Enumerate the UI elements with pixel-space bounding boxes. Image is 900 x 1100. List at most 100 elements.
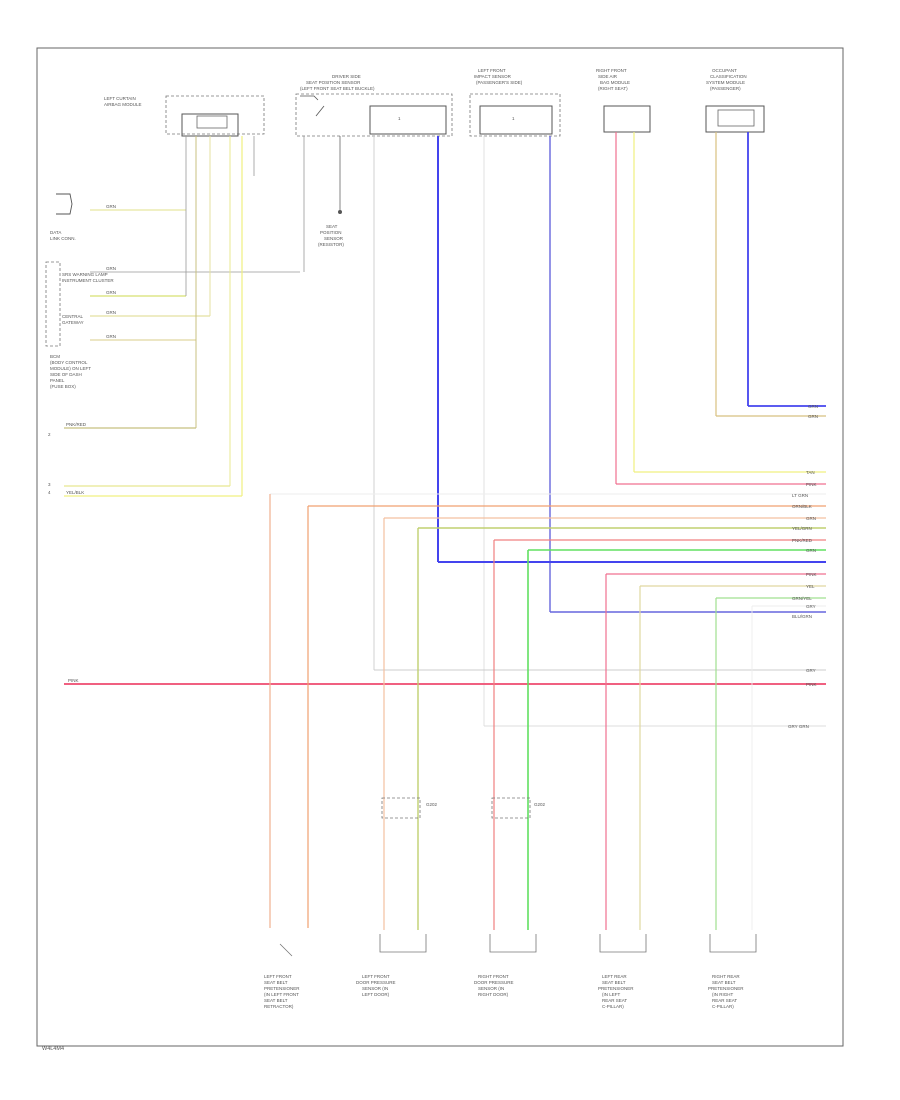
svg-text:POSITION: POSITION [320,230,342,235]
svg-text:SRS WARNING LAMP: SRS WARNING LAMP [62,272,108,277]
svg-text:PNK/RED: PNK/RED [66,422,87,427]
svg-text:BAG MODULE: BAG MODULE [600,80,630,85]
svg-text:LEFT REAR: LEFT REAR [602,974,627,979]
svg-text:BCM: BCM [50,354,60,359]
svg-text:IMPACT SENSOR: IMPACT SENSOR [474,74,512,79]
svg-text:SEAT: SEAT [326,224,338,229]
srs-module-connector: LEFT CURTAIN AIRBAG MODULE [104,95,265,137]
svg-text:OCCUPANT: OCCUPANT [712,68,737,73]
svg-text:GRN: GRN [106,266,116,271]
connector-c-wires [483,136,551,726]
svg-text:SEAT POSITION SENSOR: SEAT POSITION SENSOR [306,80,361,85]
svg-text:(PASSENGER'S SIDE): (PASSENGER'S SIDE) [476,80,523,85]
connector-e-wires [715,132,749,416]
svg-text:GRN: GRN [106,310,116,315]
svg-text:(IN LEFT: (IN LEFT [602,992,621,997]
svg-text:SEAT BELT: SEAT BELT [264,980,288,985]
wire-label-5: GRN [806,516,816,521]
wire-label-9: PINK [806,572,817,577]
svg-text:(IN LEFT FRONT: (IN LEFT FRONT [264,992,299,997]
svg-text:SEAT BELT: SEAT BELT [264,998,288,1003]
wire-label-1: TAN [806,470,815,475]
wire-label-13: BLU/GRN [792,614,812,619]
svg-text:SYSTEM MODULE: SYSTEM MODULE [706,80,745,85]
svg-text:GRN: GRN [106,204,116,209]
wire-label-8: GRN [806,548,816,553]
svg-text:G202: G202 [534,802,546,807]
svg-text:4: 4 [48,490,51,495]
svg-text:(BODY CONTROL: (BODY CONTROL [50,360,88,365]
svg-text:(IN RIGHT: (IN RIGHT [712,992,733,997]
svg-text:SEAT BELT: SEAT BELT [602,980,626,985]
svg-text:SEAT BELT: SEAT BELT [712,980,736,985]
right-labels: GRN GRN TAN PINK LT GRN ORN/BLK GRN YEL/… [68,404,818,729]
bus-right-label: PINK [806,682,817,687]
bottom-components: LEFT FRONT SEAT BELT PRETENSIONER (IN LE… [264,934,757,1009]
svg-text:RETRACTOR): RETRACTOR) [264,1004,294,1009]
svg-text:RIGHT FRONT: RIGHT FRONT [596,68,627,73]
svg-text:(PASSENGER): (PASSENGER) [710,86,741,91]
wire-label-2: PINK [806,482,817,487]
svg-text:SENSOR: SENSOR [324,236,344,241]
bus-label-1: GRN [808,404,818,409]
connector-a-wires [185,136,255,496]
wire-label-11: GRN/YEL [792,596,812,601]
svg-text:SENSOR (IN: SENSOR (IN [478,986,504,991]
svg-text:C-PILLAR): C-PILLAR) [712,1004,734,1009]
svg-text:LEFT FRONT: LEFT FRONT [362,974,390,979]
svg-text:LEFT CURTAIN: LEFT CURTAIN [104,96,136,101]
svg-text:(RESISTOR): (RESISTOR) [318,242,344,247]
svg-text:LEFT FRONT: LEFT FRONT [264,974,292,979]
wire-label-12: GRY [806,604,816,609]
connector-b-wires: SEAT POSITION SENSOR (RESISTOR) [303,136,439,670]
wire-label-6: YEL/GRN [792,526,812,531]
svg-text:LEFT FRONT: LEFT FRONT [478,68,506,73]
splice-boxes: G202 G202 [381,797,546,819]
svg-text:INSTRUMENT CLUSTER: INSTRUMENT CLUSTER [62,278,114,283]
svg-text:DOOR PRESSURE: DOOR PRESSURE [474,980,514,985]
svg-text:MODULE) ON LEFT: MODULE) ON LEFT [50,366,91,371]
svg-text:(LEFT FRONT SEAT BELT BUCKLE): (LEFT FRONT SEAT BELT BUCKLE) [300,86,375,91]
power-label: PINK [68,678,79,683]
bottom-right-label: GRY GRN [788,724,809,729]
svg-text:DRIVER SIDE: DRIVER SIDE [332,74,361,79]
svg-text:DATA: DATA [50,230,61,235]
svg-text:(RIGHT SEAT): (RIGHT SEAT) [598,86,628,91]
svg-text:REAR SEAT: REAR SEAT [602,998,627,1003]
svg-text:CLASSIFICATION: CLASSIFICATION [710,74,747,79]
svg-text:RIGHT DOOR): RIGHT DOOR) [478,992,509,997]
svg-text:2: 2 [48,432,51,437]
wire-label-7: PNK/RED [792,538,813,543]
svg-text:SIDE AIR: SIDE AIR [598,74,618,79]
diagram-id: W4L4M4 [42,1046,64,1052]
svg-text:CENTRAL: CENTRAL [62,314,84,319]
svg-text:RIGHT REAR: RIGHT REAR [712,974,740,979]
diagram-frame [36,47,844,1047]
svg-text:GRN: GRN [106,334,116,339]
svg-text:LINK CONN.: LINK CONN. [50,236,76,241]
left-wire-labels: GRN GRN GRN GRN GRN PNK/RED YEL/BLK [66,204,116,495]
wire-label-4: ORN/BLK [792,504,812,509]
svg-text:GRN: GRN [106,290,116,295]
right-bus-wires [64,405,826,727]
wire-label-10: YEL [806,584,815,589]
seat-position-sensor-box: DRIVER SIDE SEAT POSITION SENSOR (LEFT F… [295,74,453,137]
svg-text:PRETENSIONER: PRETENSIONER [264,986,300,991]
srs-indicator-box: OCCUPANT CLASSIFICATION SYSTEM MODULE (P… [705,68,765,133]
svg-text:1: 1 [398,116,401,121]
svg-text:PRETENSIONER: PRETENSIONER [708,986,744,991]
impact-sensor-box-right: RIGHT FRONT SIDE AIR BAG MODULE (RIGHT S… [596,68,651,133]
impact-sensor-box-left: LEFT FRONT IMPACT SENSOR (PASSENGER'S SI… [469,68,561,137]
svg-text:GATEWAY: GATEWAY [62,320,84,325]
svg-text:PRETENSIONER: PRETENSIONER [598,986,634,991]
svg-text:1: 1 [512,116,515,121]
left-wires [64,209,300,497]
wire-label-3: LT GRN [792,493,808,498]
svg-text:3: 3 [48,482,51,487]
svg-text:C-PILLAR): C-PILLAR) [602,1004,624,1009]
grey-right-label: GRY [806,668,816,673]
svg-text:DOOR PRESSURE: DOOR PRESSURE [356,980,396,985]
svg-text:REAR SEAT: REAR SEAT [712,998,737,1003]
svg-text:AIRBAG MODULE: AIRBAG MODULE [104,102,142,107]
